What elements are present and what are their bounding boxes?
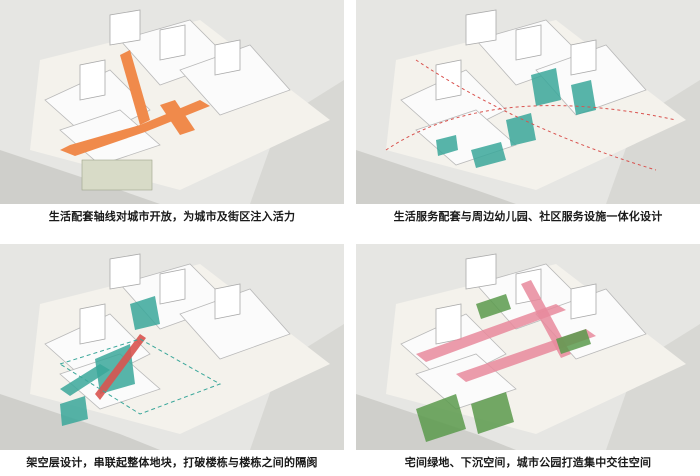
panel-stilt-floor: 架空层设计，串联起整体地块，打破楼栋与楼栋之间的隔阂 [0,244,344,476]
panel-community-integration: 生活服务配套与周边幼儿园、社区服务设施一体化设计 [356,0,700,232]
panel-green-space: 宅间绿地、下沉空间，城市公园打造集中交往空间 [356,244,700,476]
axonometric-diagram-community-integration [356,0,700,204]
panel-service-axis: 生活配套轴线对城市开放，为城市及街区注入活力 [0,0,344,232]
caption-service-axis: 生活配套轴线对城市开放，为城市及街区注入活力 [48,210,296,223]
axonometric-diagram-stilt-floor [0,244,344,450]
caption-green-space: 宅间绿地、下沉空间，城市公园打造集中交往空间 [404,456,652,469]
axonometric-diagram-green-space [356,244,700,450]
axonometric-diagram-service-axis [0,0,344,204]
caption-stilt-floor: 架空层设计，串联起整体地块，打破楼栋与楼栋之间的隔阂 [26,456,318,469]
caption-community-integration: 生活服务配套与周边幼儿园、社区服务设施一体化设计 [393,210,663,223]
